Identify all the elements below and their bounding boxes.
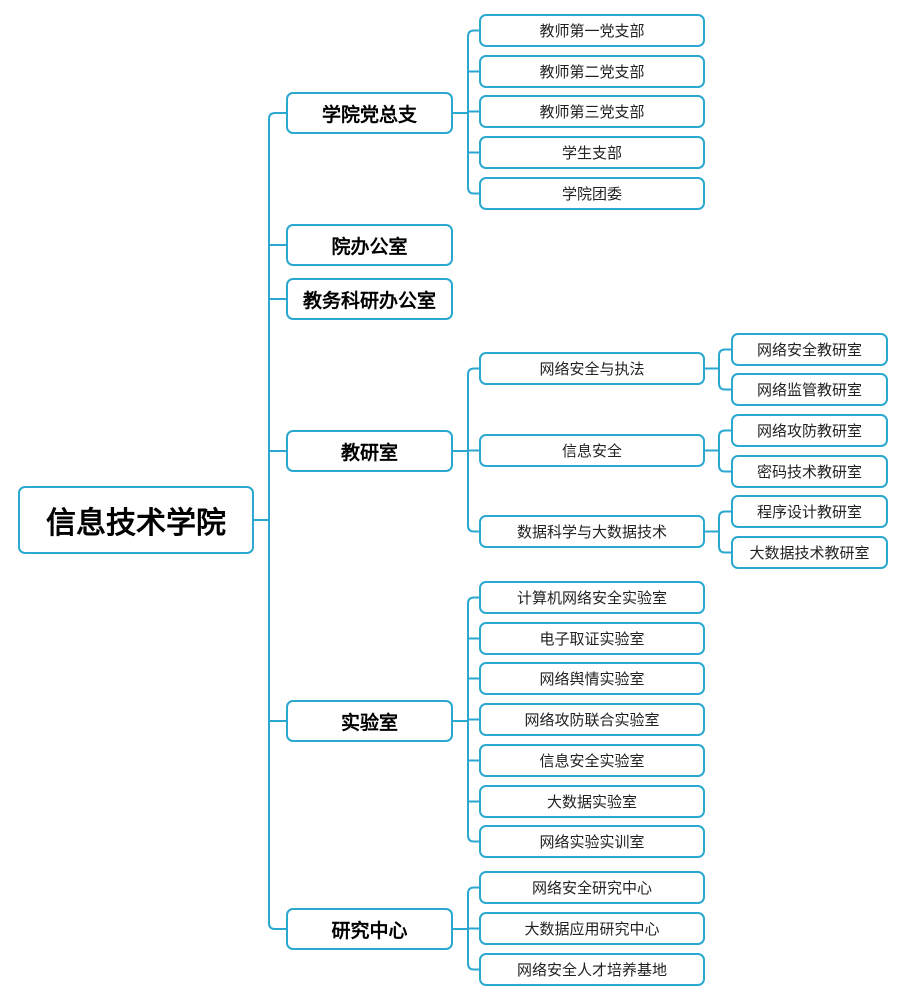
sub-node: 教师第二党支部 [479,55,705,88]
sub-node: 网络安全与执法 [479,352,705,385]
connector-line [467,367,479,375]
sub-node: 电子取证实验室 [479,622,705,655]
connector-line [718,546,731,554]
root-node: 信息技术学院 [18,486,254,554]
sub-node: 教师第三党支部 [479,95,705,128]
dept-node-academic-office: 教务科研办公室 [286,278,453,320]
connector-line [467,835,479,843]
leaf-node: 大数据技术教研室 [731,536,888,569]
connector-line [467,525,479,533]
leaf-node: 程序设计教研室 [731,495,888,528]
sub-node: 信息安全实验室 [479,744,705,777]
connector-line [467,596,479,604]
sub-node: 信息安全 [479,434,705,467]
connector-line [718,465,731,473]
sub-node: 数据科学与大数据技术 [479,515,705,548]
sub-node: 网络安全人才培养基地 [479,953,705,986]
connector-line [467,29,479,37]
sub-node: 教师第一党支部 [479,14,705,47]
connector-line [718,510,731,518]
leaf-node: 密码技术教研室 [731,455,888,488]
connector-line [718,383,731,391]
leaf-node: 网络监管教研室 [731,373,888,406]
connector-line [268,922,286,930]
connector-line [268,112,286,120]
sub-node: 计算机网络安全实验室 [479,581,705,614]
sub-node: 网络安全研究中心 [479,871,705,904]
leaf-node: 网络攻防教研室 [731,414,888,447]
dept-node-office: 院办公室 [286,224,453,266]
leaf-node: 网络安全教研室 [731,333,888,366]
dept-node-teaching: 教研室 [286,430,453,472]
sub-node: 学院团委 [479,177,705,210]
sub-node: 大数据实验室 [479,785,705,818]
connector-line [718,429,731,437]
dept-node-party: 学院党总支 [286,92,453,134]
sub-node: 大数据应用研究中心 [479,912,705,945]
sub-node: 网络攻防联合实验室 [479,703,705,736]
connector-line [467,187,479,195]
dept-node-research: 研究中心 [286,908,453,950]
dept-node-labs: 实验室 [286,700,453,742]
connector-line [718,348,731,356]
connector-line [467,963,479,971]
connector-line [467,886,479,894]
sub-node: 网络实验实训室 [479,825,705,858]
sub-node: 学生支部 [479,136,705,169]
sub-node: 网络舆情实验室 [479,662,705,695]
